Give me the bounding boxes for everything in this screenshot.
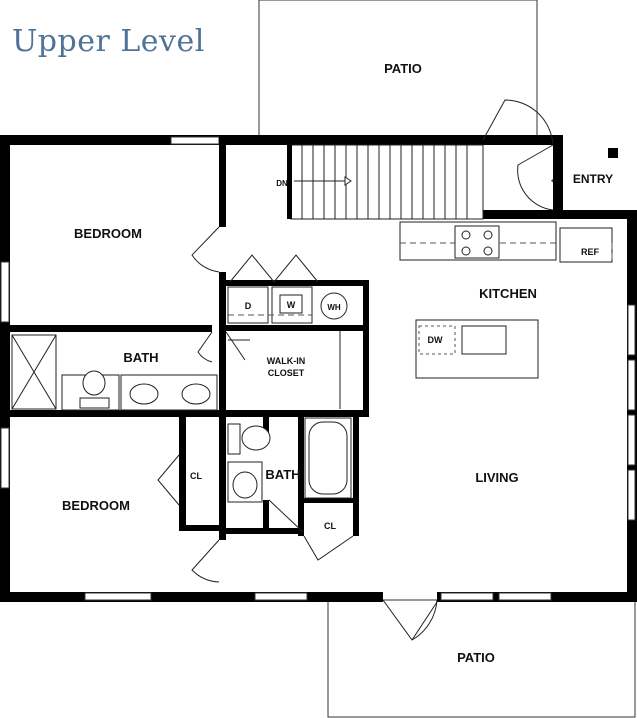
laundry-fixtures	[227, 286, 348, 324]
windows	[0, 136, 636, 601]
walkin-shelving	[228, 331, 341, 409]
patio-bottom-area	[327, 599, 636, 718]
label-bedroom-bottom: BEDROOM	[62, 498, 130, 513]
label-water-heater: WH	[327, 303, 341, 312]
patio-top-area	[258, 0, 538, 139]
label-bath-main: BATH	[123, 350, 158, 365]
kitchen-fixtures	[399, 221, 613, 379]
bath-second-fixtures	[227, 417, 352, 503]
doors	[157, 99, 554, 641]
entry-marker	[608, 148, 618, 158]
label-entry: ENTRY	[573, 172, 613, 186]
label-living: LIVING	[475, 470, 518, 485]
interior-walls	[0, 137, 369, 540]
label-patio-bottom: PATIO	[457, 650, 495, 665]
label-kitchen: KITCHEN	[479, 286, 537, 301]
label-washer: W	[287, 300, 296, 310]
label-closet-bedroom: CL	[190, 471, 202, 481]
label-dryer: D	[245, 301, 252, 311]
label-refrigerator: REF	[581, 247, 600, 257]
label-closet-bath: CL	[324, 521, 336, 531]
label-walkin-line2: CLOSET	[268, 368, 305, 378]
label-walkin-line1: WALK-IN	[267, 356, 306, 366]
entry-arrow-icon: ←	[549, 171, 562, 186]
label-patio-top: PATIO	[384, 61, 422, 76]
label-bedroom-top: BEDROOM	[74, 226, 142, 241]
label-dishwasher: DW	[428, 335, 443, 345]
label-bath-second: BATH	[265, 467, 300, 482]
plan-title: Upper Level	[12, 24, 205, 59]
bath-main-fixtures	[11, 334, 218, 411]
stairs	[287, 144, 484, 220]
label-stairs-down: DN	[276, 179, 288, 188]
